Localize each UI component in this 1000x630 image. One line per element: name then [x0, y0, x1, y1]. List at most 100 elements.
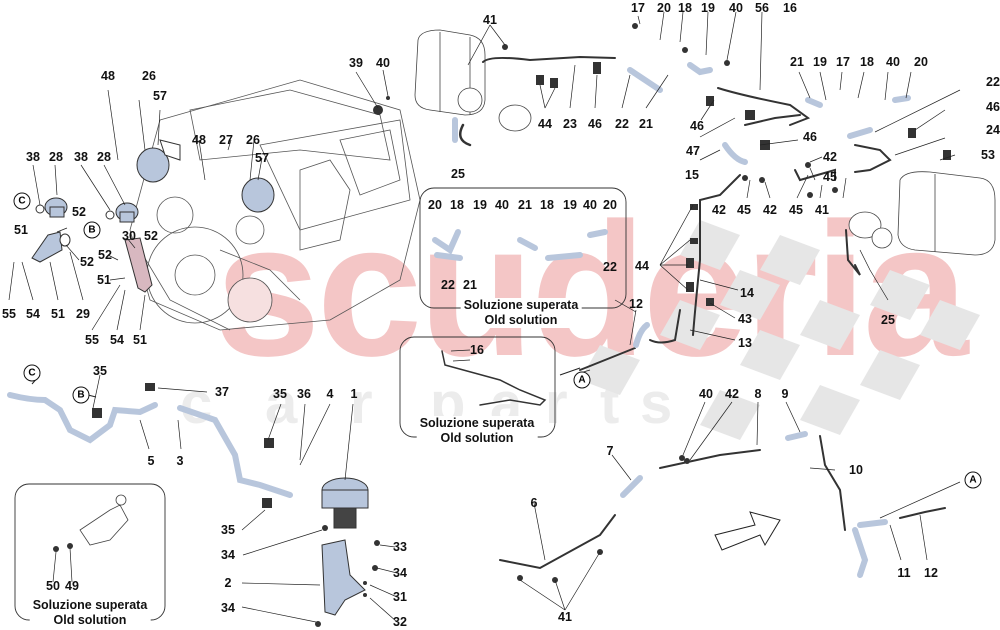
caption-italian: Soluzione superata [463, 298, 579, 312]
old-solution-caption-pipe16: Soluzione superata Old solution [416, 416, 538, 446]
part-number-callout: 10 [849, 462, 863, 477]
part-number-callout: 46 [690, 118, 704, 133]
part-number-callout: 34 [221, 547, 235, 562]
part-number-callout: 17 [836, 54, 850, 69]
part-number-callout: 29 [76, 306, 90, 321]
part-number-callout: 20 [657, 0, 671, 15]
part-number-callout: 18 [678, 0, 692, 15]
part-number-callout: 20 [428, 197, 442, 212]
part-number-callout: 3 [176, 453, 184, 468]
old-solution-caption-bracket: Soluzione superata Old solution [29, 598, 151, 628]
part-number-callout: 51 [133, 332, 147, 347]
watermark-letter: r [545, 371, 568, 436]
part-number-callout: 46 [803, 129, 817, 144]
part-number-callout: 45 [823, 169, 837, 184]
part-number-callout: 44 [538, 116, 552, 131]
part-number-callout: 52 [72, 204, 86, 219]
part-number-callout: 52 [80, 254, 94, 269]
part-number-callout: 34 [221, 600, 235, 615]
ref-marker-a: A [964, 471, 982, 489]
part-number-callout: 22 [986, 74, 1000, 89]
part-number-callout: 18 [540, 197, 554, 212]
part-number-callout: 52 [98, 247, 112, 262]
part-number-callout: 46 [986, 99, 1000, 114]
part-number-callout: 7 [606, 443, 614, 458]
part-number-callout: 24 [986, 122, 1000, 137]
part-number-callout: 51 [97, 272, 111, 287]
part-number-callout: 41 [558, 609, 572, 624]
small-parts [53, 23, 951, 627]
part-number-callout: 14 [740, 285, 754, 300]
part-number-callout: 38 [74, 149, 88, 164]
part-number-callout: 16 [783, 0, 797, 15]
part-number-callout: 39 [349, 55, 363, 70]
part-number-callout: 36 [297, 386, 311, 401]
part-number-callout: 40 [495, 197, 509, 212]
part-number-callout: 53 [981, 147, 995, 162]
part-number-callout: 40 [729, 0, 743, 15]
ref-marker-a: A [573, 371, 591, 389]
part-number-callout: 21 [463, 277, 477, 292]
part-number-callout: 35 [221, 522, 235, 537]
part-number-callout: 25 [451, 166, 465, 181]
ref-marker-c: C [23, 364, 41, 382]
part-number-callout: 22 [441, 277, 455, 292]
old-solution-caption-valves: Soluzione superata Old solution [460, 298, 582, 328]
part-number-callout: 33 [393, 539, 407, 554]
part-number-callout: 5 [147, 453, 155, 468]
part-number-callout: 49 [65, 578, 79, 593]
old-bracket-sketch [79, 494, 129, 546]
part-number-callout: 41 [815, 202, 829, 217]
part-number-callout: 19 [473, 197, 487, 212]
part-number-callout: 8 [754, 386, 762, 401]
part-number-callout: 57 [255, 150, 269, 165]
part-number-callout: 43 [738, 311, 752, 326]
part-number-callout: 19 [701, 0, 715, 15]
part-number-callout: 40 [583, 197, 597, 212]
part-number-callout: 42 [712, 202, 726, 217]
part-number-callout: 21 [639, 116, 653, 131]
ref-marker-c: C [13, 192, 31, 210]
part-number-callout: 4 [326, 386, 334, 401]
part-number-callout: 51 [51, 306, 65, 321]
part-number-callout: 9 [781, 386, 789, 401]
part-number-callout: 19 [563, 197, 577, 212]
part-number-callout: 30 [122, 228, 136, 243]
part-number-callout: 55 [2, 306, 16, 321]
direction-arrow [714, 511, 781, 551]
part-number-callout: 55 [85, 332, 99, 347]
part-number-callout: 19 [813, 54, 827, 69]
part-number-callout: 18 [860, 54, 874, 69]
part-number-callout: 17 [631, 0, 645, 15]
air-pump [321, 477, 369, 616]
part-number-callout: 40 [886, 54, 900, 69]
part-number-callout: 28 [49, 149, 63, 164]
part-number-callout: 13 [738, 335, 752, 350]
part-number-callout: 42 [823, 149, 837, 164]
part-number-callout: 12 [629, 296, 643, 311]
part-number-callout: 32 [393, 614, 407, 629]
part-number-callout: 37 [215, 384, 229, 399]
part-number-callout: 26 [142, 68, 156, 83]
part-number-callout: 48 [101, 68, 115, 83]
part-number-callout: 41 [483, 12, 497, 27]
part-number-callout: 44 [635, 258, 649, 273]
left-bracket-assembly [31, 197, 153, 293]
part-number-callout: 45 [789, 202, 803, 217]
ref-marker-b: B [72, 386, 90, 404]
part-number-callout: 35 [93, 363, 107, 378]
ref-marker-b: B [83, 221, 101, 239]
caption-english: Old solution [440, 431, 514, 445]
part-number-callout: 31 [393, 589, 407, 604]
fuel-canister-right [848, 171, 996, 256]
part-number-callout: 22 [615, 116, 629, 131]
part-number-callout: 11 [897, 565, 911, 580]
part-number-callout: 35 [273, 386, 287, 401]
part-number-callout: 18 [450, 197, 464, 212]
part-number-callout: 23 [563, 116, 577, 131]
part-number-callout: 46 [588, 116, 602, 131]
part-number-callout: 40 [376, 55, 390, 70]
part-number-callout: 57 [153, 88, 167, 103]
watermark-letter: a [265, 371, 298, 436]
